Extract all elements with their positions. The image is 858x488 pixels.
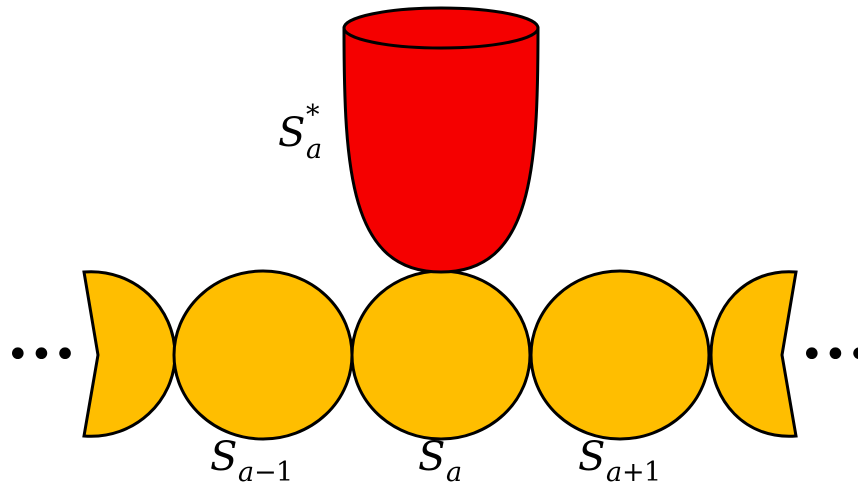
label-left-base: S xyxy=(210,434,237,480)
label-left: S a − 1 xyxy=(210,434,293,488)
label-right-sub-op: + xyxy=(622,457,645,488)
label-probe-sup: * xyxy=(306,100,320,131)
sphere-a-plus-1 xyxy=(529,269,711,441)
sphere-a xyxy=(350,269,532,441)
label-left-sub-num: 1 xyxy=(276,457,293,488)
label-right-sub-var: a xyxy=(606,457,622,488)
label-center-base: S xyxy=(418,434,445,480)
sphere-a-minus-1 xyxy=(172,269,354,441)
probe-cup xyxy=(342,26,540,274)
probe-cup-rim xyxy=(342,6,540,50)
partial-sphere-right xyxy=(709,270,798,438)
label-center-sub: a xyxy=(446,457,462,488)
label-center: S a xyxy=(418,434,462,488)
partial-sphere-left xyxy=(82,270,177,438)
ellipsis-left: ••• xyxy=(6,332,77,378)
label-probe: S * a xyxy=(278,100,322,165)
label-right: S a + 1 xyxy=(578,434,661,488)
label-probe-sub: a xyxy=(306,134,322,165)
label-left-sub-var: a xyxy=(238,457,254,488)
label-probe-base: S xyxy=(278,110,305,156)
label-right-base: S xyxy=(578,434,605,480)
label-left-sub-op: − xyxy=(254,457,277,488)
ellipsis-right: ••• xyxy=(800,332,858,378)
label-right-sub-num: 1 xyxy=(644,457,661,488)
